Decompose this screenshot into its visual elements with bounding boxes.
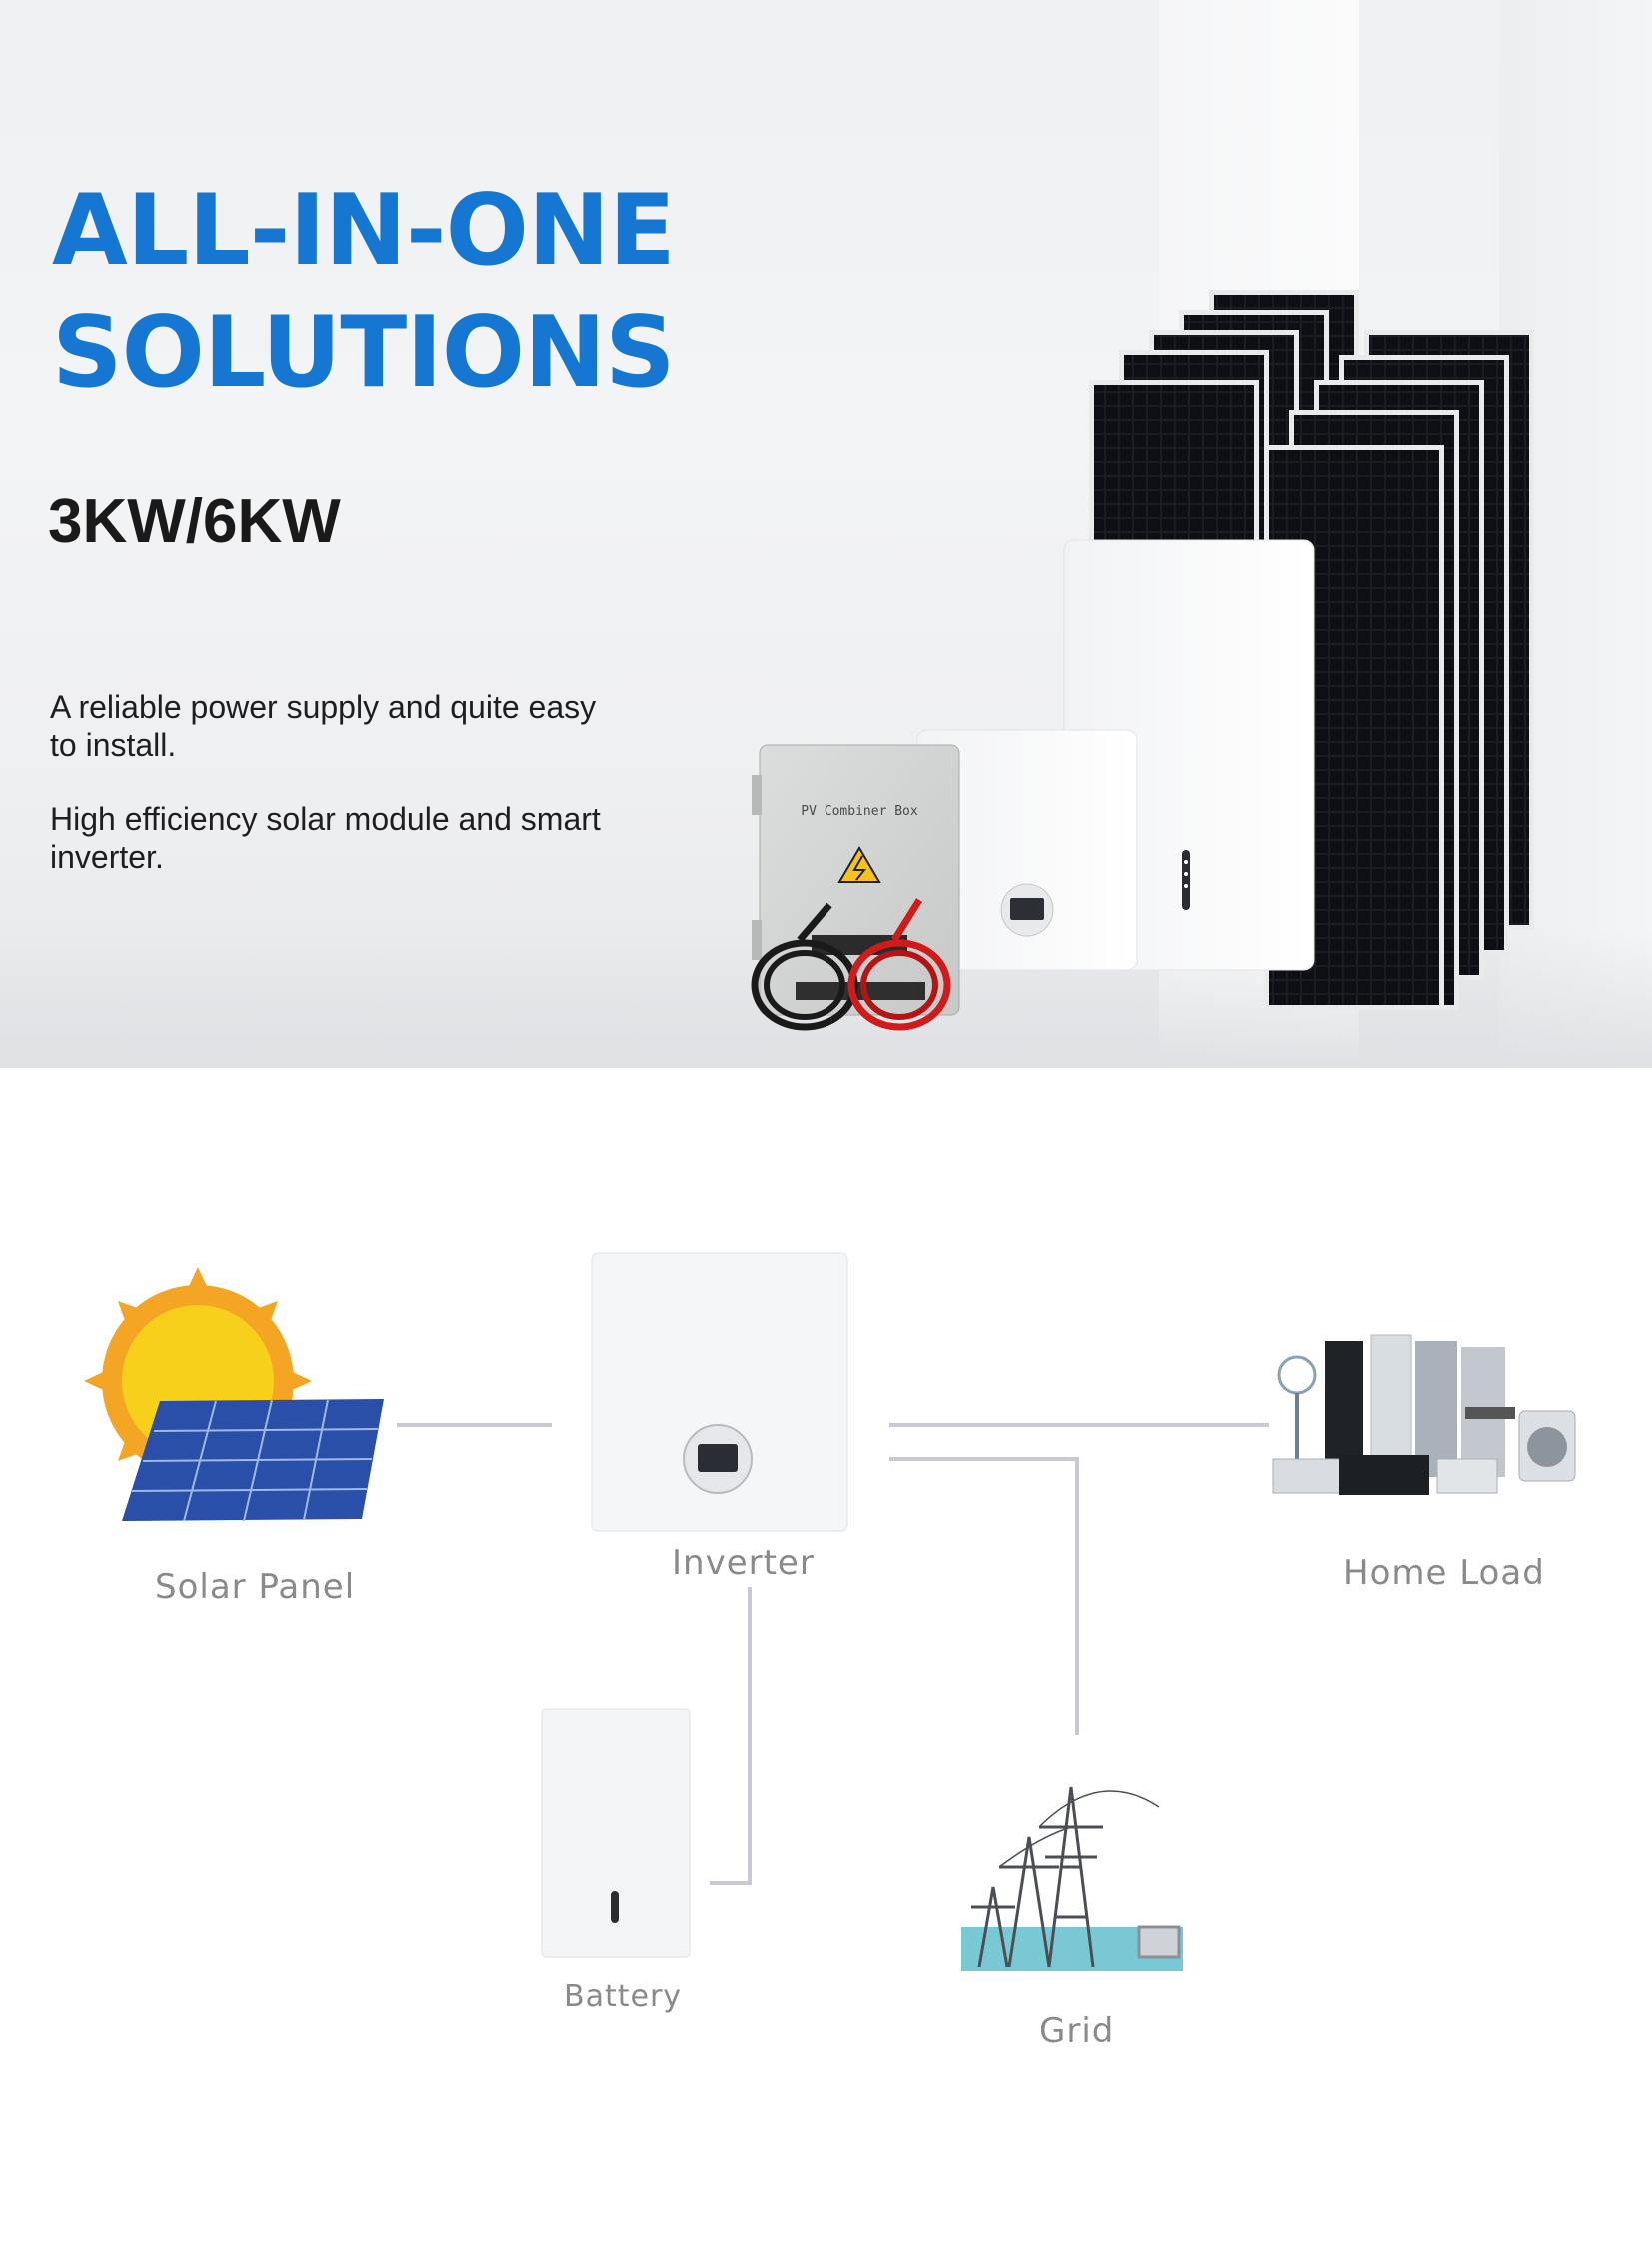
home-load-icon [1272,1334,1576,1495]
inverter-label: Inverter [672,1543,815,1583]
system-diagram: Solar Panel Inverter Home Load Battery G… [0,1068,1652,2241]
combiner-box-label: PV Combiner Box [801,804,918,819]
product-illustration: PV Combiner Box [751,290,1534,1031]
power-rating: 3KW/6KW [48,487,341,556]
description-reliable: A reliable power supply and quite easy t… [50,689,597,763]
diagram-graphics [84,1252,1576,1971]
pv-combiner-box: PV Combiner Box [752,744,960,1016]
hero-banner: ALL-IN-ONE SOLUTIONS 3KW/6KW A reliable … [0,0,1652,1068]
grid-label: Grid [1039,2011,1115,2051]
battery-icon [541,1708,691,1958]
headline-line-1: ALL-IN-ONE [52,174,676,288]
connector-lines [397,1423,1269,1885]
inverter-icon [591,1252,848,1532]
solar-cables [751,898,951,1031]
headline-line-2: SOLUTIONS [52,296,676,410]
description-efficiency: High efficiency solar module and smart i… [50,801,601,875]
battery-label: Battery [564,1979,683,2014]
headline: ALL-IN-ONE SOLUTIONS [52,170,676,414]
home-load-label: Home Load [1343,1553,1545,1593]
connector-inverter-battery [710,1587,752,1885]
solar-panel-label: Solar Panel [155,1567,356,1607]
grid-icon [961,1786,1183,1971]
solar-panel-icon [84,1267,384,1522]
connector-inverter-grid [889,1457,1079,1735]
inverter-unit [916,729,1138,971]
